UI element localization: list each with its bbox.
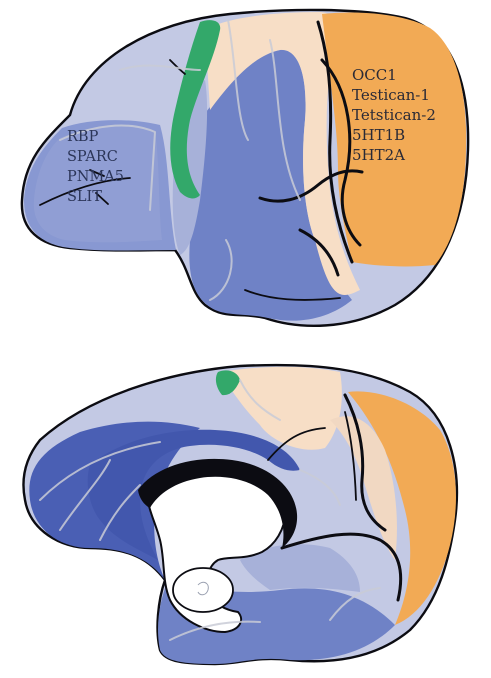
frontal-gene-label: PNMA5 xyxy=(67,169,124,185)
occipital-gene-label: OCC1 xyxy=(352,66,397,84)
medial-hemisphere-view xyxy=(23,365,456,664)
occipital-gene-label: Tetstican-2 xyxy=(352,106,436,124)
frontal-gene-label: SPARC xyxy=(67,149,118,165)
occipital-gene-label: 5HT1B xyxy=(352,126,405,144)
occipital-gene-label: Testican-1 xyxy=(352,86,430,104)
frontal-gene-label: SLIT xyxy=(67,189,102,205)
lateral-hemisphere-view: OCC1 Testican-1 Tetstican-2 5HT1B 5HT2A … xyxy=(22,10,468,326)
thalamic-cut-oval xyxy=(173,568,233,612)
occipital-gene-label: 5HT2A xyxy=(352,146,405,164)
frontal-gene-label: RBP xyxy=(67,129,99,145)
